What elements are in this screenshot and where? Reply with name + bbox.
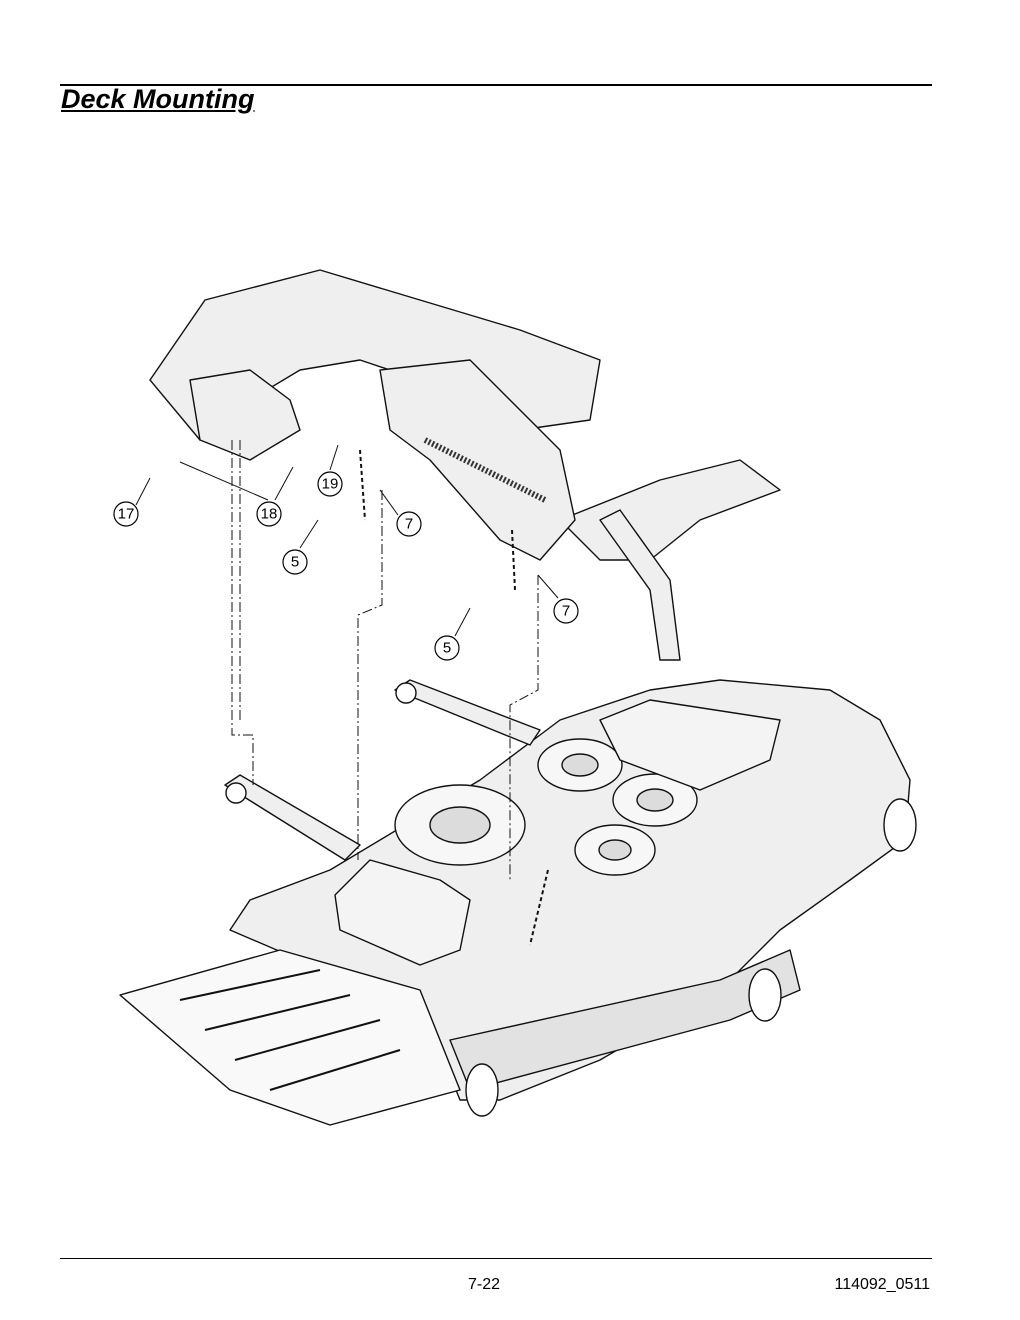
header-rule	[60, 84, 932, 86]
spindle-cover	[334, 859, 471, 966]
frame-rail	[559, 459, 781, 561]
svg-text:5: 5	[443, 640, 451, 657]
chain-rear	[359, 449, 366, 521]
deck-mounting-diagram: 17 18 19 7 5 7 5	[113, 269, 917, 1126]
svg-text:5: 5	[291, 554, 299, 571]
callout-18: 18	[256, 501, 282, 527]
svg-text:17: 17	[118, 506, 135, 523]
deck-wheel-right	[883, 798, 917, 852]
callout-5-upper: 5	[282, 549, 308, 575]
svg-text:7: 7	[562, 603, 570, 620]
callout-7-lower: 7	[553, 598, 579, 624]
svg-text:7: 7	[405, 516, 413, 533]
page-title: Deck Mounting	[61, 84, 255, 114]
deck-wheel-front-left	[465, 1063, 499, 1117]
page-number: 7-22	[468, 1276, 501, 1293]
callout-19: 19	[317, 471, 343, 497]
callout-7-upper: 7	[396, 511, 422, 537]
chain-deck	[529, 869, 549, 946]
draft-arm-right	[394, 679, 541, 746]
footer-rule	[60, 1258, 932, 1259]
svg-text:19: 19	[322, 476, 339, 493]
deck-wheel-front-right	[748, 968, 782, 1022]
draft-arm-left	[224, 774, 361, 861]
lift-bracket	[379, 359, 576, 561]
belt-cover	[599, 699, 781, 791]
svg-text:18: 18	[261, 506, 278, 523]
left-hanger	[189, 369, 301, 461]
callout-5-lower: 5	[434, 635, 460, 661]
frame-tube	[599, 509, 681, 661]
callout-17: 17	[113, 501, 139, 527]
chain-front	[511, 529, 516, 591]
document-id: 114092_0511	[834, 1276, 930, 1293]
